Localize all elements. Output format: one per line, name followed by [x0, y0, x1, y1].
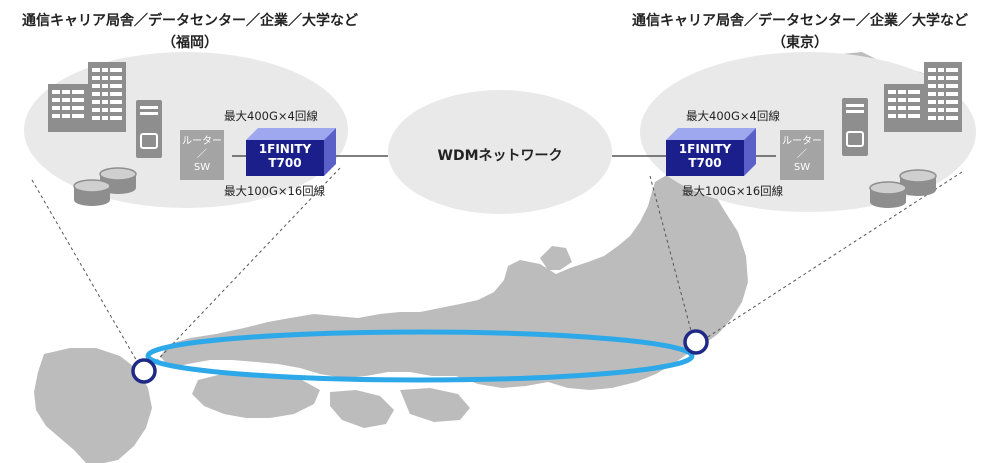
storage-disc-icon	[73, 179, 111, 207]
wdm-network-label: WDMネットワーク	[437, 148, 563, 164]
t700-line2: T700	[268, 156, 302, 170]
wdm-ring	[145, 329, 695, 383]
t700-line2: T700	[688, 156, 722, 170]
capacity-top-tokyo: 最大400G×4回線	[686, 109, 780, 123]
router-sw-label-fukuoka: ルーター ／ SW	[180, 135, 224, 174]
storage-disc-icon	[869, 181, 907, 209]
router-label: ルーター	[182, 136, 222, 147]
router-slash: ／	[797, 149, 807, 160]
t700-line1: 1FINITY	[678, 142, 732, 156]
site-title-tokyo: 通信キャリア局舎／データセンター／企業／大学など	[632, 13, 968, 29]
t700-line1: 1FINITY	[258, 142, 312, 156]
site-city-tokyo: （東京）	[772, 35, 828, 51]
t700-label-fukuoka: 1FINITY T700	[247, 142, 323, 170]
capacity-top-fukuoka: 最大400G×4回線	[224, 109, 318, 123]
router-switch-box-tokyo	[780, 130, 824, 180]
router-switch-box-fukuoka	[180, 130, 224, 180]
t700-label-tokyo: 1FINITY T700	[667, 142, 743, 170]
router-sw-label-tokyo: ルーター ／ SW	[780, 135, 824, 174]
server-icon	[841, 97, 869, 157]
capacity-bottom-fukuoka: 最大100G×16回線	[224, 184, 326, 198]
sw-label: SW	[793, 162, 811, 173]
capacity-bottom-tokyo: 最大100G×16回線	[682, 184, 784, 198]
fukuoka-node	[131, 358, 157, 384]
router-slash: ／	[197, 149, 207, 160]
site-title-fukuoka: 通信キャリア局舎／データセンター／企業／大学など	[22, 13, 358, 29]
sw-label: SW	[193, 162, 211, 173]
server-icon	[135, 99, 163, 159]
wdm-network-bubble	[388, 90, 612, 214]
router-label: ルーター	[782, 136, 822, 147]
tokyo-node	[683, 329, 709, 355]
zoom-guide-lines	[31, 167, 963, 371]
site-city-fukuoka: （福岡）	[162, 35, 218, 51]
